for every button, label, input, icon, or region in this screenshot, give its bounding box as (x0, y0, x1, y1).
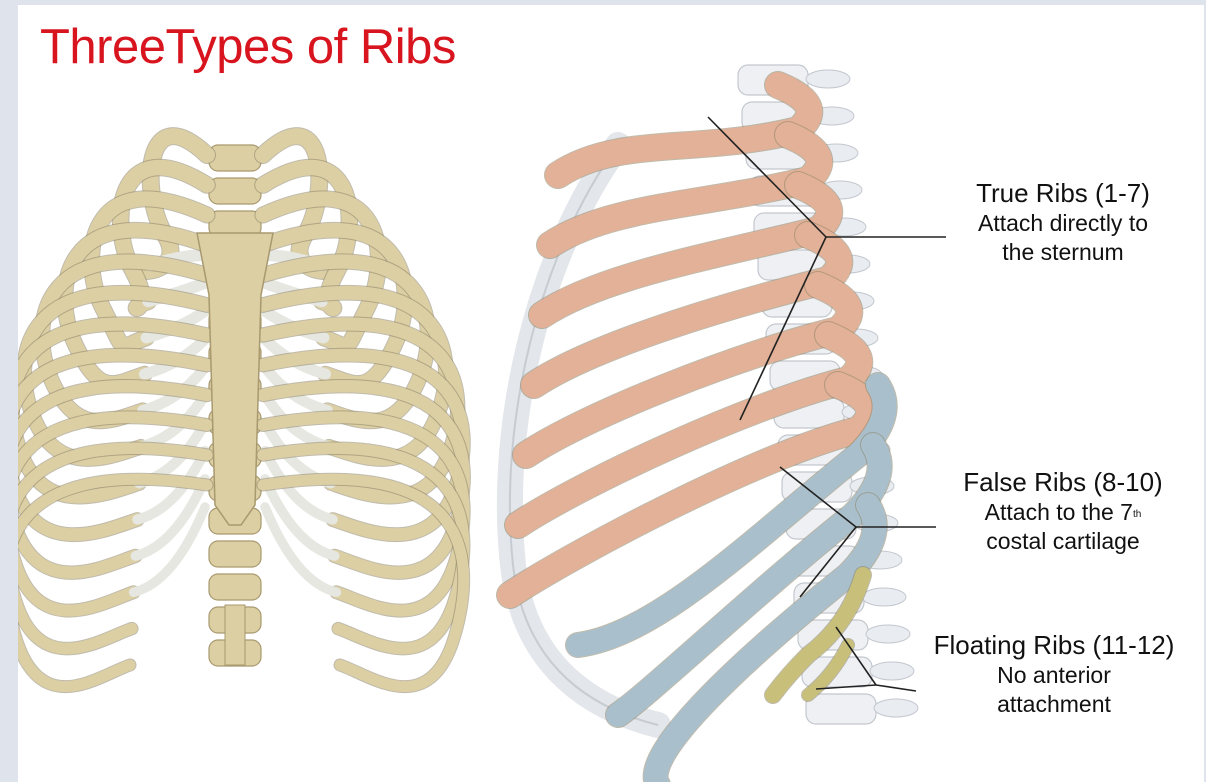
true-ribs-label: True Ribs (1-7) Attach directly to the s… (938, 177, 1188, 267)
lower-spine (225, 605, 245, 665)
anterior-rib (18, 479, 207, 686)
false-ribs-label: False Ribs (8-10) Attach to the 7th cost… (928, 466, 1198, 556)
vertebra (209, 541, 261, 567)
slide: ThreeTypes of Ribs True Ribs (1-7) Attac… (18, 5, 1204, 782)
anterior-rib (263, 479, 464, 686)
true-ribs-desc-line1: Attach directly to (938, 209, 1188, 238)
true-ribs-heading: True Ribs (1-7) (938, 177, 1188, 209)
spinous-process (806, 70, 850, 88)
spinous-process (862, 588, 906, 606)
floating-ribs-label: Floating Ribs (11-12) No anterior attach… (906, 629, 1202, 719)
lateral-vertebra (806, 694, 876, 724)
floating-ribs-heading: Floating Ribs (11-12) (906, 629, 1202, 661)
floating-ribs-desc-line2: attachment (906, 690, 1202, 719)
vertebra (209, 145, 261, 171)
spinous-process (866, 625, 910, 643)
false-ribs-desc-line2: costal cartilage (928, 527, 1198, 556)
anterior-rib-outline (18, 479, 207, 686)
anterior-rib-cage-illustration (18, 136, 464, 687)
false-ribs-heading: False Ribs (8-10) (928, 466, 1198, 498)
false-ribs-desc-text: Attach to the 7 (985, 499, 1133, 525)
vertebra (209, 574, 261, 600)
false-ribs-desc-line1: Attach to the 7th (928, 498, 1198, 527)
lateral-rib-cage-illustration (510, 65, 918, 782)
vertebra (209, 178, 261, 204)
floating-ribs-desc-line1: No anterior (906, 661, 1202, 690)
false-ribs-desc-sup: th (1133, 509, 1141, 520)
true-ribs-desc-line2: the sternum (938, 238, 1188, 267)
